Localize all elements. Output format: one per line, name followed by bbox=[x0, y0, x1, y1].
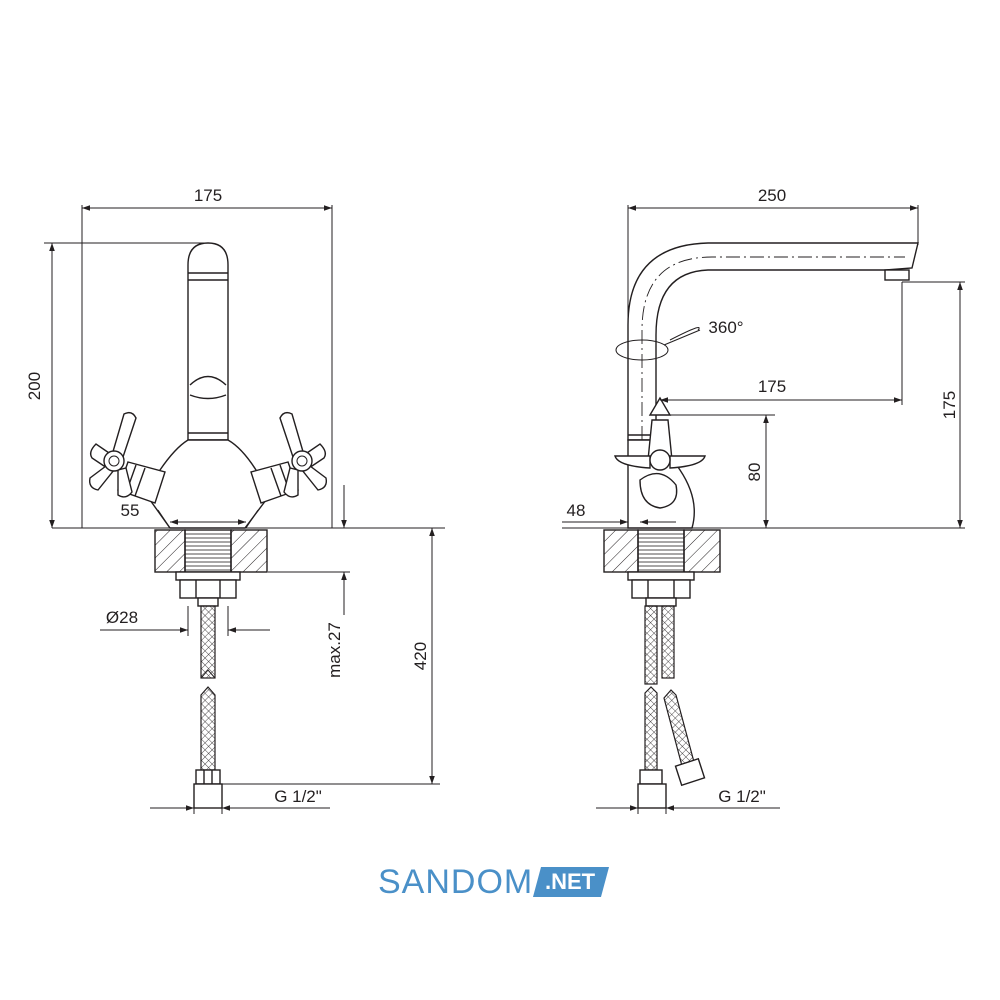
side-hose-nut bbox=[637, 783, 667, 809]
side-counter-right bbox=[683, 529, 721, 573]
dim-max-thickness: max.27 bbox=[325, 622, 344, 678]
spout-tube bbox=[187, 242, 229, 441]
brand-logo: SANDOM .NET bbox=[378, 862, 610, 902]
side-view: 250 360° 175 175 80 48 bbox=[562, 186, 965, 814]
dim-reach-total: 250 bbox=[758, 186, 786, 205]
rotation-symbol bbox=[615, 339, 669, 361]
dim-thread-side: G 1/2" bbox=[718, 787, 766, 806]
side-hose-1 bbox=[644, 605, 658, 685]
aerator bbox=[884, 269, 910, 281]
side-nut bbox=[631, 579, 691, 599]
counter-section-right bbox=[230, 529, 268, 573]
right-handle-hub bbox=[291, 450, 313, 472]
side-counter-left bbox=[603, 529, 639, 573]
supply-hose-upper bbox=[200, 605, 216, 679]
dim-base-offset: 48 bbox=[567, 501, 586, 520]
supply-hose-lower bbox=[200, 686, 216, 771]
dim-spout-height: 175 bbox=[940, 391, 959, 419]
washer bbox=[175, 571, 241, 581]
left-handle-hub bbox=[103, 450, 125, 472]
brand-tld: .NET bbox=[533, 867, 610, 897]
dim-spout-reach: 175 bbox=[758, 377, 786, 396]
side-handle-hub bbox=[649, 449, 671, 471]
dim-width-total: 175 bbox=[194, 186, 222, 205]
side-hose-nut-2 bbox=[674, 757, 706, 787]
brand-name: SANDOM bbox=[378, 862, 534, 901]
dim-thread: G 1/2" bbox=[274, 787, 322, 806]
dim-base-width: 55 bbox=[121, 501, 140, 520]
fixing-nut bbox=[179, 579, 237, 599]
side-shank bbox=[637, 529, 685, 573]
hose-nut bbox=[193, 783, 223, 809]
dim-handle-height: 80 bbox=[745, 463, 764, 482]
dim-hose-length: 420 bbox=[411, 642, 430, 670]
dim-hole-diameter: Ø28 bbox=[106, 608, 138, 627]
side-spout bbox=[627, 242, 919, 441]
side-hose-2 bbox=[661, 605, 675, 679]
threaded-shank bbox=[184, 529, 232, 573]
hose-fitting bbox=[195, 769, 221, 785]
dim-rotation: 360° bbox=[708, 318, 743, 337]
counter-section-left bbox=[154, 529, 186, 573]
spout-centerline bbox=[641, 256, 905, 440]
dim-height-total: 200 bbox=[25, 372, 44, 400]
mixer-body bbox=[149, 439, 267, 529]
front-view: 175 200 bbox=[25, 186, 445, 814]
